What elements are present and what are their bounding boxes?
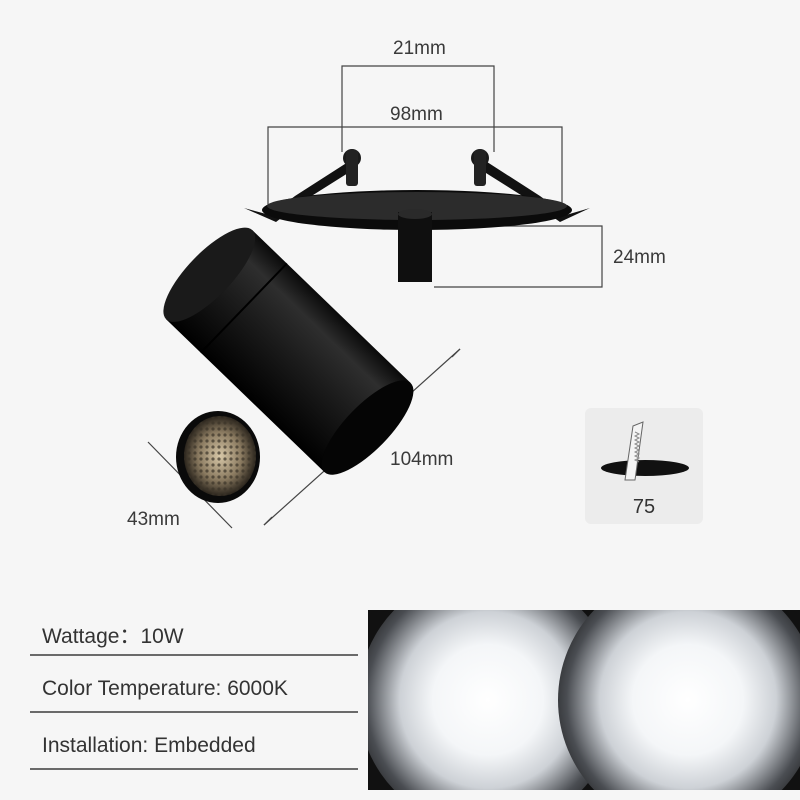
cutout-size-card: 75 [585, 408, 703, 524]
cutout-size-label: 75 [632, 496, 656, 518]
ceiling-cutout-icon [601, 421, 689, 481]
spec-divider [30, 768, 358, 770]
product-diagram [147, 65, 603, 529]
dim-label-98mm: 98mm [390, 104, 443, 125]
spec-divider [30, 711, 358, 713]
spring-clip-right [471, 149, 590, 222]
dim-label-24mm: 24mm [613, 247, 666, 268]
lamp-body [163, 227, 414, 475]
spring-clip-left [244, 149, 361, 222]
dim-line-21mm [341, 65, 495, 152]
light-beam-photo [368, 610, 800, 790]
spec-color-temperature-value: 6000K [227, 677, 288, 700]
dim-label-21mm: 21mm [393, 38, 446, 59]
spec-color-temperature-label: Color Temperature: [42, 677, 228, 700]
spec-wattage: Wattage：10W [42, 620, 358, 650]
dim-label-43mm: 43mm [127, 509, 180, 530]
spec-wattage-label: Wattage： [42, 625, 141, 648]
dim-label-104mm: 104mm [390, 449, 454, 470]
spec-wattage-value: 10W [140, 625, 184, 648]
spec-divider [30, 654, 358, 656]
stem [398, 212, 432, 282]
dim-line-24mm [434, 225, 603, 288]
spec-color-temperature: Color Temperature: 6000K [42, 677, 358, 701]
dim-line-98mm [267, 126, 563, 208]
dimension-lines [147, 65, 603, 529]
light-beam-spot [558, 610, 800, 790]
spec-installation-label: Installation: [42, 734, 155, 757]
spec-installation-value: Embedded [154, 734, 256, 757]
spec-installation: Installation: Embedded [42, 734, 358, 758]
